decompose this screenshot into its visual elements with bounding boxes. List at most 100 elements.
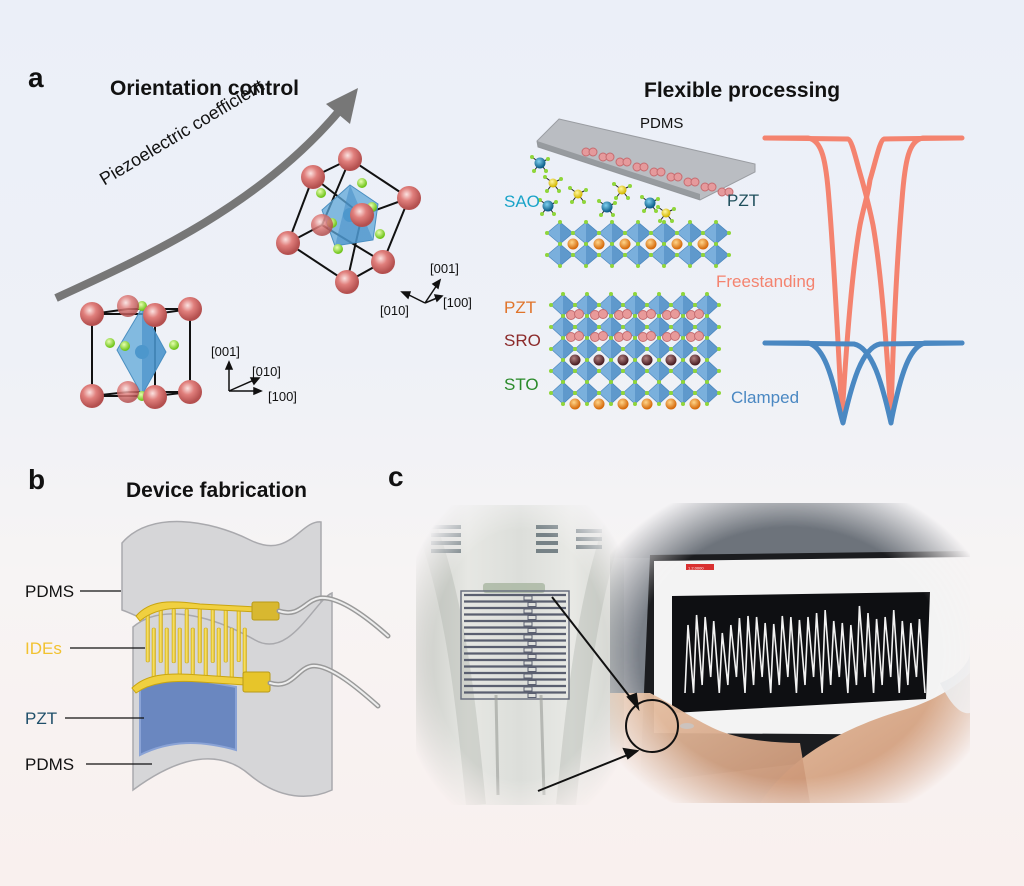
arm bbox=[760, 673, 970, 803]
oxygen-atom bbox=[649, 231, 653, 235]
pb-atom bbox=[707, 182, 717, 192]
octahedron-shade bbox=[611, 316, 623, 338]
orientation-control-title: Orientation control bbox=[110, 77, 299, 100]
pb-atom bbox=[605, 152, 615, 162]
oxygen-atom bbox=[657, 358, 661, 362]
octahedron-shade bbox=[659, 382, 671, 404]
serpentine-loop bbox=[523, 673, 533, 679]
oxygen-atom bbox=[662, 220, 666, 224]
oxygen-atom bbox=[717, 325, 721, 329]
panel-c-letter: c bbox=[388, 461, 404, 492]
oxygen-atom bbox=[645, 347, 649, 351]
oxygen-atom bbox=[636, 220, 640, 224]
oxygen-atom bbox=[584, 188, 588, 192]
oxygen-atom bbox=[532, 169, 536, 173]
pb-atom bbox=[694, 309, 704, 319]
finger bbox=[610, 693, 810, 803]
pb-atom bbox=[598, 309, 608, 319]
panel-a-letter: a bbox=[28, 62, 44, 93]
oxygen-atom bbox=[621, 347, 625, 351]
oxygen-atom bbox=[609, 336, 613, 340]
serpentine-loop bbox=[527, 654, 537, 659]
oxygen-atom bbox=[633, 336, 637, 340]
oxygen-atom bbox=[557, 189, 561, 193]
oxygen-atom bbox=[558, 220, 562, 224]
orange-atom bbox=[593, 398, 605, 410]
clamped-label: Clamped bbox=[731, 388, 800, 407]
serpentine-loop bbox=[527, 693, 537, 698]
pb-atom bbox=[690, 177, 700, 187]
oxygen-atom bbox=[561, 402, 565, 406]
oxygen-atom bbox=[561, 336, 565, 340]
pb-atom bbox=[694, 331, 704, 341]
oxygen-atom bbox=[717, 303, 721, 307]
octahedron-shade bbox=[659, 338, 671, 360]
pdms-label-a: PDMS bbox=[640, 115, 684, 132]
oxygen-atom bbox=[554, 200, 558, 204]
pb-atom bbox=[646, 309, 656, 319]
oxygen-atom bbox=[549, 347, 553, 351]
oxygen-atom bbox=[681, 402, 685, 406]
oxygen-atom bbox=[585, 358, 589, 362]
octahedron-shade bbox=[563, 294, 575, 316]
crystal1-axis-100: [100] bbox=[268, 389, 297, 404]
oxygen-atom bbox=[573, 391, 577, 395]
serpentine-loop bbox=[527, 641, 537, 646]
oxygen-atom bbox=[614, 196, 618, 200]
voltage-signal-trace bbox=[684, 605, 926, 694]
device-fabrication-title: Device fabrication bbox=[126, 479, 307, 502]
oxygen-atom bbox=[688, 242, 692, 246]
pb-atom bbox=[724, 187, 734, 197]
orange-atom bbox=[619, 238, 631, 250]
oxygen-atom bbox=[621, 325, 625, 329]
oxygen-atom bbox=[705, 292, 709, 296]
oxygen-atom bbox=[584, 264, 588, 268]
octahedron-shade bbox=[635, 382, 647, 404]
oxygen-atom bbox=[705, 314, 709, 318]
sr-atom bbox=[601, 201, 613, 213]
octahedron-shade bbox=[638, 222, 651, 244]
oxygen-atom bbox=[545, 231, 549, 235]
oxygen-atom bbox=[561, 380, 565, 384]
orange-atom bbox=[645, 238, 657, 250]
device-photo bbox=[416, 505, 624, 805]
pb-atom bbox=[588, 147, 598, 157]
oxygen-atom bbox=[561, 358, 565, 362]
crystal1-axis-001: [001] bbox=[211, 344, 240, 359]
oxygen-atom bbox=[662, 264, 666, 268]
maroon-atom bbox=[641, 354, 653, 366]
octahedron-shade bbox=[683, 338, 695, 360]
octahedron-shade bbox=[587, 360, 599, 382]
oxygen-atom bbox=[693, 347, 697, 351]
oxygen-atom bbox=[568, 186, 572, 190]
pdms-bottom-label: PDMS bbox=[25, 755, 75, 774]
oxygen-atom bbox=[570, 200, 574, 204]
serpentine-loop bbox=[527, 667, 537, 672]
pb-atom bbox=[574, 331, 584, 341]
oxygen-atom bbox=[658, 219, 662, 223]
oxygen-atom bbox=[549, 325, 553, 329]
oxygen-atom bbox=[681, 380, 685, 384]
oxygen-atom bbox=[558, 264, 562, 268]
serpentine-loop bbox=[527, 615, 537, 620]
oxygen-atom bbox=[705, 380, 709, 384]
serpentine-loop bbox=[523, 595, 533, 601]
oxygen-atom bbox=[681, 292, 685, 296]
maroon-atom bbox=[569, 354, 581, 366]
oxygen-atom bbox=[645, 391, 649, 395]
crystal2-axis-100: [100] bbox=[443, 295, 472, 310]
orange-atom bbox=[689, 398, 701, 410]
octahedron-shade bbox=[716, 222, 729, 244]
octahedron-shade bbox=[664, 244, 677, 266]
orange-atom bbox=[671, 238, 683, 250]
orange-atom bbox=[617, 398, 629, 410]
oxygen-atom bbox=[657, 402, 661, 406]
orange-atom bbox=[567, 238, 579, 250]
octahedron-shade bbox=[659, 294, 671, 316]
oxygen-atom bbox=[701, 253, 705, 257]
